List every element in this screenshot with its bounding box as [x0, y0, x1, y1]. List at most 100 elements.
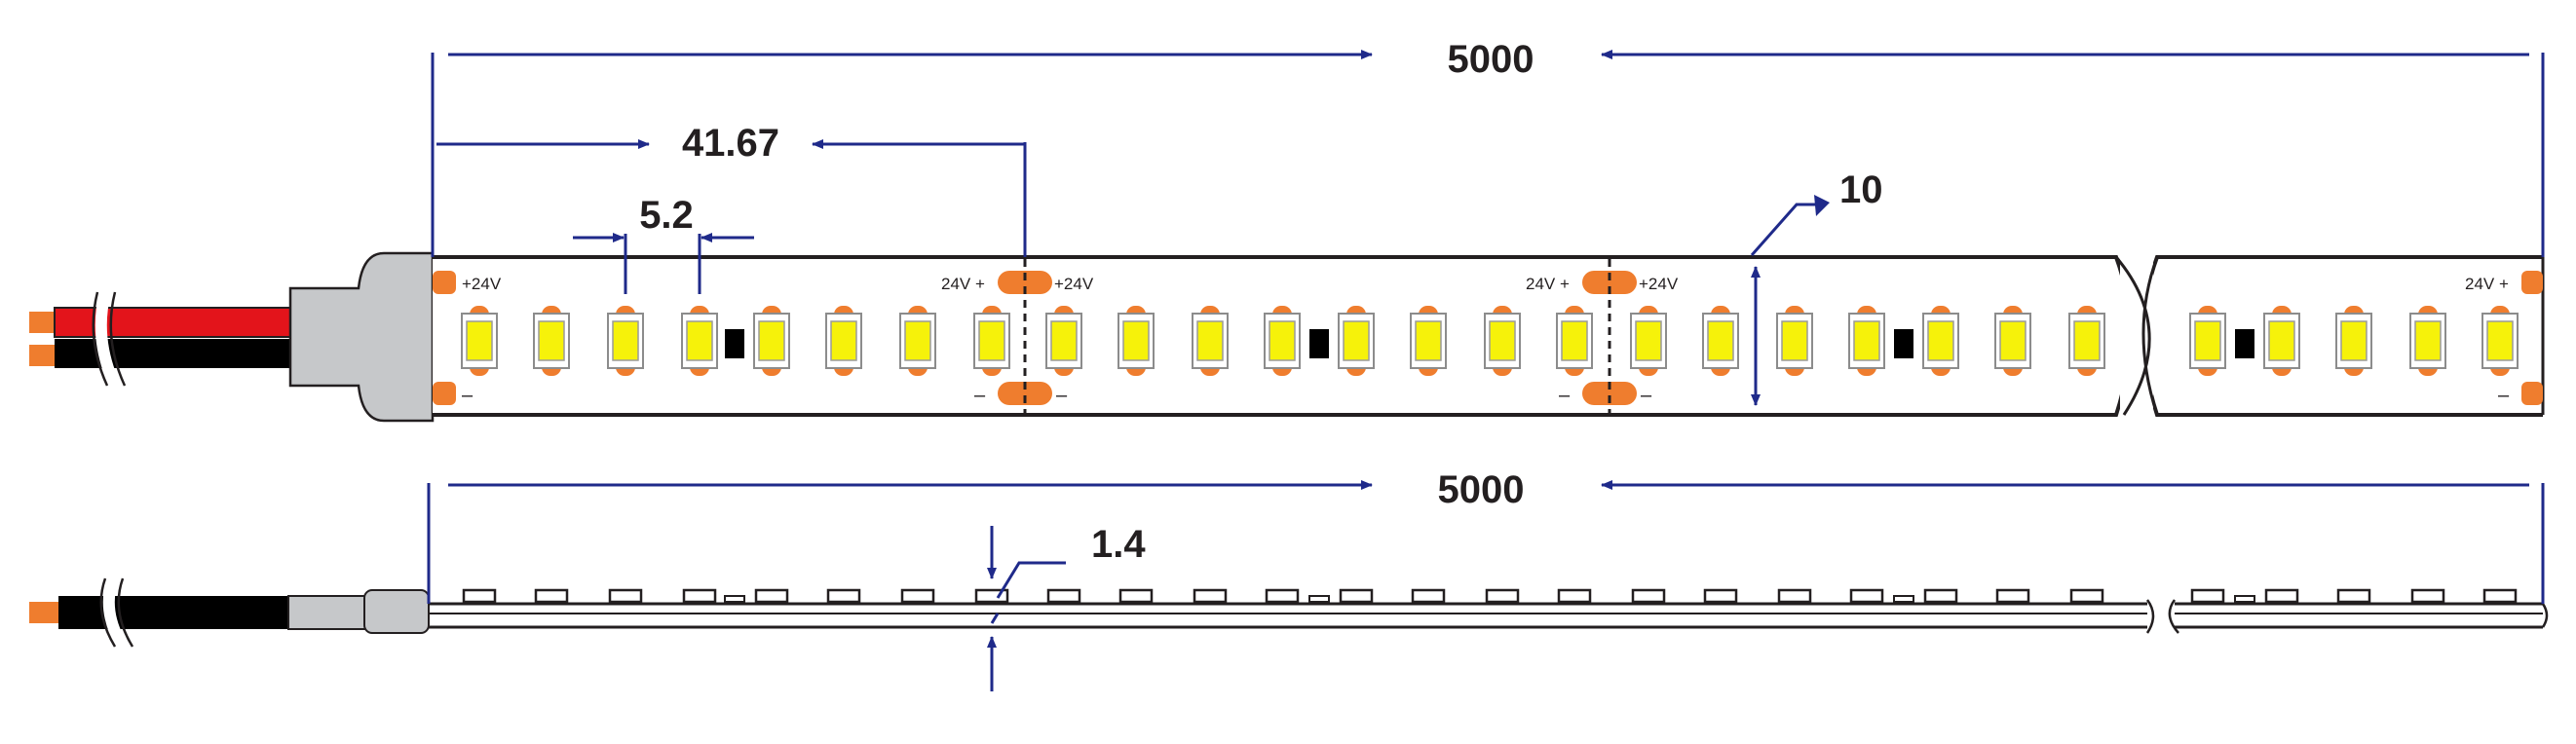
label-cut2-right-negative: – — [1641, 385, 1652, 406]
dimension-thickness: 1.4 — [987, 523, 1146, 691]
pad-cut2-positive — [1582, 271, 1637, 294]
led-profile — [2264, 588, 2299, 604]
dimension-total-length: 5000 — [431, 38, 2545, 257]
led-profile — [2482, 588, 2518, 604]
label-start-positive: +24V — [462, 275, 502, 293]
dimension-thickness-label: 1.4 — [1091, 523, 1146, 566]
end-cap-side — [287, 595, 367, 630]
led-profile — [1118, 588, 1154, 604]
led-chip — [681, 306, 718, 376]
led-chip — [825, 306, 862, 376]
black-wire — [55, 339, 290, 368]
resistor-chip — [2235, 329, 2254, 358]
dimension-led-spacing-label: 5.2 — [639, 194, 694, 237]
dimension-total-length-label: 5000 — [1448, 38, 1534, 81]
led-row — [461, 306, 2519, 376]
led-profile — [826, 588, 861, 604]
dimension-side-total-length: 5000 — [427, 468, 2545, 604]
end-cap-connector — [288, 251, 435, 423]
led-chip — [2335, 306, 2372, 376]
led-chip — [1045, 306, 1082, 376]
led-profile — [2069, 588, 2104, 604]
wire-break-mark — [92, 291, 109, 387]
led-chip — [1192, 306, 1229, 376]
led-chip — [1994, 306, 2031, 376]
led-profile — [1703, 588, 1738, 604]
led-profile — [1631, 588, 1666, 604]
led-profile — [608, 588, 643, 604]
copper-tip — [29, 602, 58, 623]
pad-cut1-negative — [998, 382, 1052, 405]
led-chip — [461, 306, 498, 376]
resistor-chip — [725, 329, 744, 358]
label-cut1-right-positive: +24V — [1054, 275, 1094, 293]
led-profile — [682, 588, 717, 604]
led-chip — [1848, 306, 1885, 376]
label-cut2-left-negative: – — [1559, 385, 1571, 406]
led-chip — [2481, 306, 2519, 376]
led-chip — [2068, 306, 2105, 376]
led-chip — [753, 306, 790, 376]
end-cap-side-tip — [363, 589, 430, 634]
led-profile — [2410, 588, 2445, 604]
wire-bundle-top — [29, 290, 291, 389]
led-profile — [534, 588, 569, 604]
dimension-cut-length-label: 41.67 — [682, 122, 779, 165]
pad-start-positive — [433, 271, 456, 294]
led-profile — [1849, 588, 1884, 604]
led-profile — [462, 588, 497, 604]
solder-pads — [433, 271, 2543, 405]
led-profile — [1046, 588, 1081, 604]
pad-start-negative — [433, 382, 456, 405]
resistor-profile — [1893, 595, 1914, 603]
led-profile — [1411, 588, 1446, 604]
label-end-negative: – — [2498, 385, 2510, 406]
led-chip — [607, 306, 644, 376]
dimension-width-label: 10 — [1839, 168, 1883, 211]
led-chip — [1556, 306, 1593, 376]
black-wire-side — [58, 596, 288, 629]
led-profile — [1777, 588, 1812, 604]
pad-end-positive — [2521, 271, 2543, 294]
led-chip — [1702, 306, 1739, 376]
label-cut1-right-negative: – — [1056, 385, 1068, 406]
label-cut1-left-positive: 24V + — [941, 275, 985, 293]
wire-break-mark — [95, 290, 121, 389]
resistor-profile — [724, 595, 745, 603]
led-profile — [2190, 588, 2225, 604]
led-chip — [1776, 306, 1813, 376]
led-profile — [1193, 588, 1228, 604]
resistor-profile — [2234, 595, 2255, 603]
led-profile — [1557, 588, 1592, 604]
led-chip — [1264, 306, 1301, 376]
resistor-profile — [1308, 595, 1330, 603]
label-end-positive: 24V + — [2465, 275, 2509, 293]
dimension-side-total-length-label: 5000 — [1438, 468, 1525, 511]
led-chip — [2263, 306, 2300, 376]
dimension-led-spacing: 5.2 — [573, 194, 754, 294]
pad-end-negative — [2521, 382, 2543, 405]
led-chip — [1922, 306, 1959, 376]
label-cut1-left-negative: – — [974, 385, 986, 406]
led-profile — [2336, 588, 2371, 604]
copper-tip — [29, 312, 55, 333]
label-cut2-right-positive: +24V — [1639, 275, 1679, 293]
led-profile — [1485, 588, 1520, 604]
led-chip — [1410, 306, 1447, 376]
copper-tip — [29, 345, 55, 366]
red-wire — [54, 307, 291, 338]
led-chip — [1484, 306, 1521, 376]
led-chip — [899, 306, 936, 376]
pad-cut1-positive — [998, 271, 1052, 294]
led-profile — [1339, 588, 1374, 604]
led-profile — [1923, 588, 1958, 604]
led-profile-row — [462, 588, 2518, 604]
led-profile — [1265, 588, 1300, 604]
led-chip — [973, 306, 1010, 376]
resistor-chip — [1894, 329, 1913, 358]
led-chip — [533, 306, 570, 376]
top-view: +24V – 24V + +24V – – 24V + +24V – – 24V… — [29, 38, 2545, 423]
wire-break-mark — [99, 577, 117, 648]
wire-break-mark — [117, 577, 134, 648]
